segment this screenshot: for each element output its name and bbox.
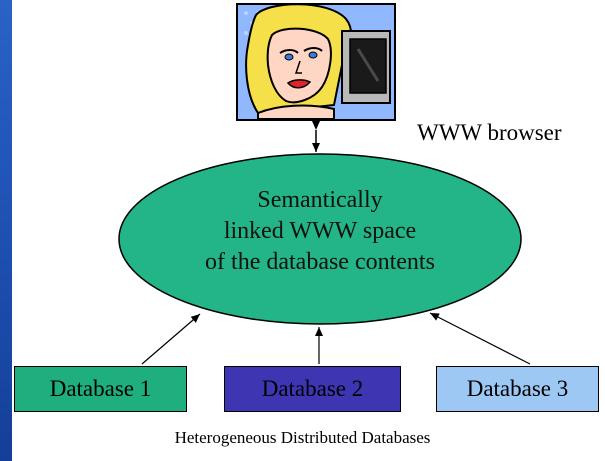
database-3-box: Database 3 <box>436 366 599 412</box>
oval-line-1: Semantically <box>257 187 383 213</box>
db3-arrow <box>429 312 531 365</box>
database-2-box: Database 2 <box>224 366 401 412</box>
database-1-box: Database 1 <box>14 366 187 412</box>
www-browser-label: WWW browser <box>417 120 562 145</box>
diagram-caption: Heterogeneous Distributed Databases <box>174 428 431 447</box>
woman-at-computer-icon <box>238 5 394 119</box>
db1-arrow <box>141 313 201 365</box>
oval-line-3: of the database contents <box>205 249 435 275</box>
semantic-space-oval <box>118 153 522 325</box>
user-illustration <box>236 3 396 121</box>
semantic-space-text: Semantically linked WWW space of the dat… <box>180 185 460 278</box>
oval-line-2: linked WWW space <box>223 218 417 244</box>
